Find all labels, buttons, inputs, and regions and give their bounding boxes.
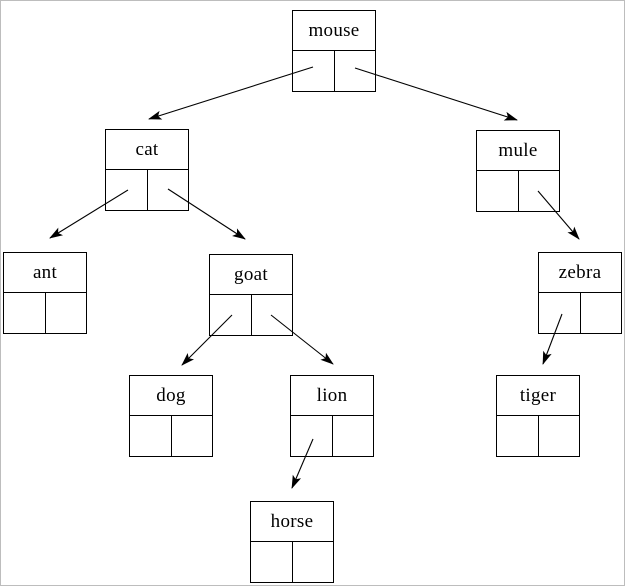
right-pointer-cell (46, 293, 87, 333)
left-pointer-cell (106, 170, 148, 210)
pointer-cells (210, 294, 292, 335)
node-label: tiger (519, 384, 557, 406)
left-pointer-cell (210, 295, 252, 335)
left-pointer-cell (291, 416, 333, 456)
edge-mouse-left-cat (148, 66, 314, 120)
tree-node-mouse: mouse (292, 10, 376, 92)
pointer-cells (106, 169, 188, 210)
node-label: mouse (308, 19, 360, 41)
tree-node-horse: horse (250, 501, 334, 583)
right-pointer-cell (581, 293, 622, 333)
left-pointer-cell (539, 293, 581, 333)
right-pointer-cell (172, 416, 213, 456)
left-pointer-cell (130, 416, 172, 456)
right-pointer-cell (293, 542, 334, 582)
tree-node-ant: ant (3, 252, 87, 334)
left-pointer-cell (477, 171, 519, 211)
right-pointer-cell (539, 416, 580, 456)
tree-node-mule: mule (476, 130, 560, 212)
pointer-cells (130, 415, 212, 456)
node-label: horse (270, 510, 314, 532)
tree-node-dog: dog (129, 375, 213, 457)
left-pointer-cell (4, 293, 46, 333)
right-pointer-cell (335, 51, 376, 91)
node-label: ant (32, 261, 58, 283)
tree-node-zebra: zebra (538, 252, 622, 334)
pointer-cells (293, 50, 375, 91)
node-label: dog (156, 384, 186, 406)
right-pointer-cell (148, 170, 189, 210)
pointer-cells (497, 415, 579, 456)
pointer-cells (477, 170, 559, 211)
edge-mouse-right-mule (354, 67, 518, 121)
node-label: lion (316, 384, 348, 406)
node-label: goat (234, 263, 268, 285)
node-label: zebra (558, 261, 602, 283)
node-label: mule (498, 139, 538, 161)
right-pointer-cell (252, 295, 293, 335)
pointer-cells (291, 415, 373, 456)
right-pointer-cell (519, 171, 560, 211)
pointer-cells (251, 541, 333, 582)
node-label: cat (135, 138, 159, 160)
pointer-cells (4, 292, 86, 333)
left-pointer-cell (497, 416, 539, 456)
right-pointer-cell (333, 416, 374, 456)
left-pointer-cell (251, 542, 293, 582)
tree-node-cat: cat (105, 129, 189, 211)
left-pointer-cell (293, 51, 335, 91)
tree-node-goat: goat (209, 254, 293, 336)
tree-node-tiger: tiger (496, 375, 580, 457)
tree-node-lion: lion (290, 375, 374, 457)
pointer-cells (539, 292, 621, 333)
